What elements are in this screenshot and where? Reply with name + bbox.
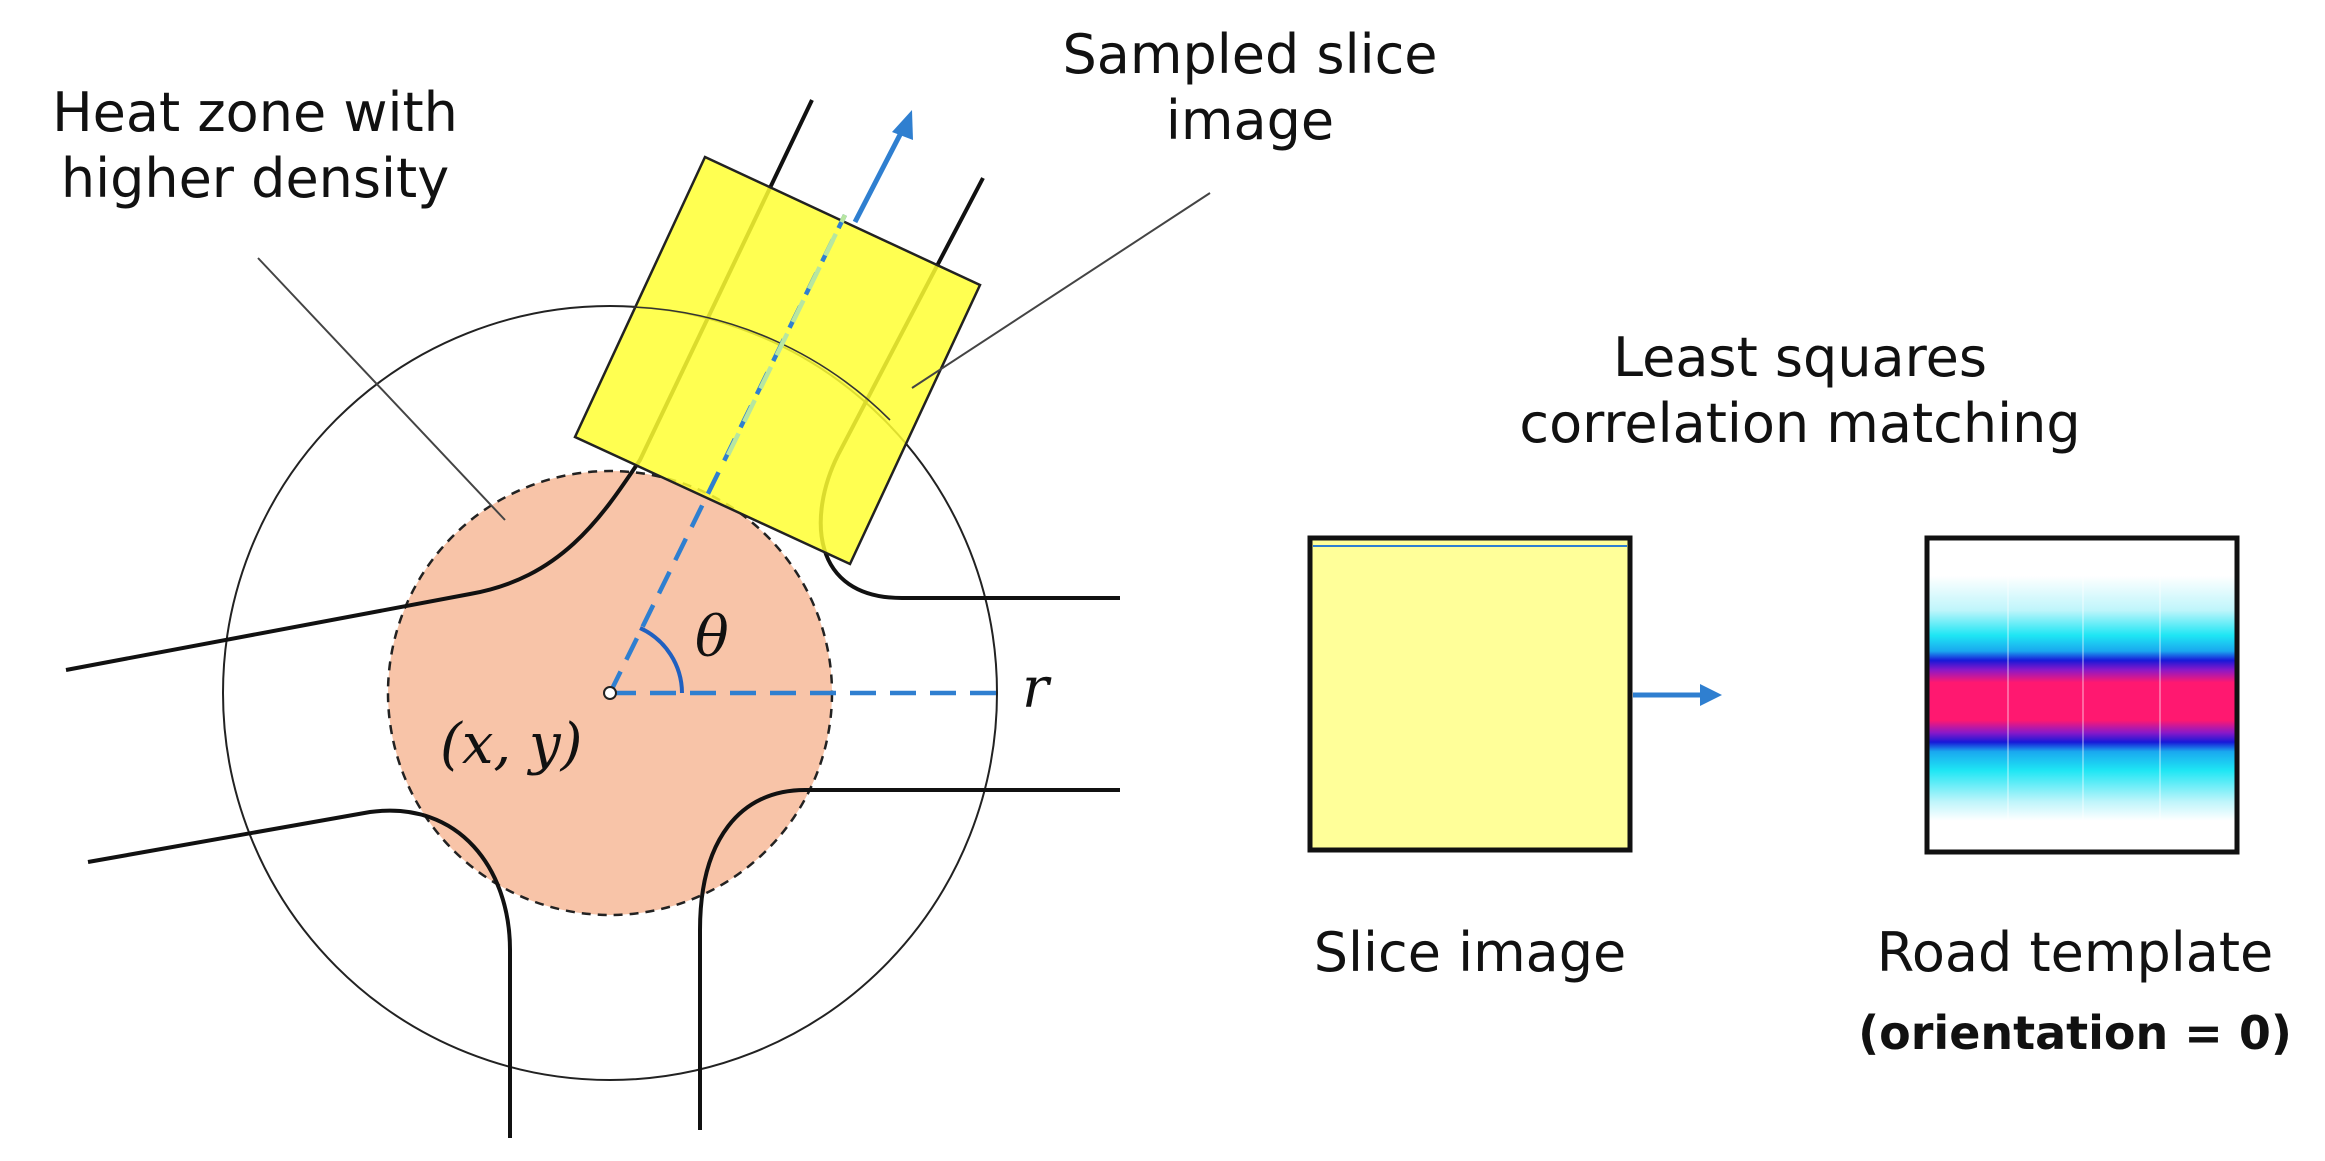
sampled-slice-label-line1: Sampled slice xyxy=(1062,23,1438,86)
direction-arrow xyxy=(852,123,908,224)
theta-symbol: θ xyxy=(695,605,729,670)
sampled-slice-image xyxy=(573,155,982,566)
sampled-slice-label-line2: image xyxy=(1165,89,1335,152)
radius-symbol: r xyxy=(1022,656,1049,721)
least-squares-label-line1: Least squares xyxy=(1612,326,1988,389)
search-radius-circle xyxy=(222,305,998,1081)
heat-zone-leader-line xyxy=(257,257,506,521)
slice-image-square xyxy=(1307,535,1633,853)
least-squares-label: Least squares correlation matching xyxy=(1440,325,2160,457)
matching-arrow-head xyxy=(1700,684,1722,706)
center-point xyxy=(603,686,617,700)
road-template-border xyxy=(1924,535,2240,855)
direction-arrow-head xyxy=(892,110,913,140)
orientation-caption: (orientation = 0) xyxy=(1858,1006,2292,1060)
search-radius-arc-over-slice xyxy=(631,306,891,421)
center-coordinates: (x, y) xyxy=(440,712,583,777)
least-squares-label-line2: correlation matching xyxy=(1519,392,2081,455)
heat-zone-label-line2: higher density xyxy=(60,147,450,210)
direction-dashed-line-inside-slice xyxy=(725,214,848,456)
road-edge-lower-right xyxy=(698,788,1120,1130)
road-template-square xyxy=(1927,538,2237,852)
slice-image-caption: Slice image xyxy=(1313,921,1627,984)
sampled-slice-label: Sampled slice image xyxy=(1010,22,1490,154)
theta-angle-arc xyxy=(639,626,684,694)
road-template-grid xyxy=(2007,538,2161,852)
road-edge-upper-left xyxy=(65,99,814,672)
road-template-caption: Road template xyxy=(1876,921,2274,984)
road-edge-lower-left xyxy=(87,808,512,1138)
heat-zone-label-line1: Heat zone with xyxy=(52,81,458,144)
heat-zone-label: Heat zone with higher density xyxy=(10,80,500,212)
sampled-slice-leader-line xyxy=(911,192,1211,389)
